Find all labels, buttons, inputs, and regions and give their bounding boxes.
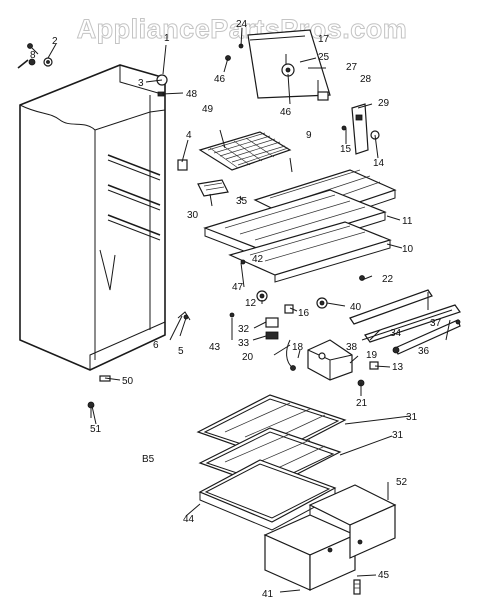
callout-15: 15	[340, 144, 352, 155]
callout-29: 29	[378, 98, 390, 109]
callout-48: 48	[186, 89, 198, 100]
thermostat-control	[197, 179, 229, 197]
callout-42: 42	[252, 254, 264, 265]
callout-1: 1	[164, 33, 170, 44]
callout-6: 6	[153, 340, 159, 351]
callout-41: 41	[262, 589, 274, 600]
freezer-divider	[228, 221, 392, 283]
callout-36: 36	[418, 346, 430, 357]
callout-14: 14	[373, 158, 385, 169]
cap-part	[353, 579, 361, 595]
callout-30: 30	[187, 210, 199, 221]
callout-31b: 31	[392, 430, 404, 441]
crisper-drawer-left	[263, 514, 357, 591]
callout-46a: 46	[214, 74, 226, 85]
callout-16: 16	[298, 308, 310, 319]
callout-32: 32	[238, 324, 250, 335]
callout-25: 25	[318, 52, 330, 63]
light-housing	[286, 339, 379, 387]
callout-2: 2	[52, 36, 58, 47]
callout-47: 47	[232, 282, 244, 293]
callout-52: 52	[396, 477, 408, 488]
callout-46b: 46	[280, 107, 292, 118]
callout-45: 45	[378, 570, 390, 581]
callout-20: 20	[242, 352, 254, 363]
callout-40: 40	[350, 302, 362, 313]
crisper-drawer-right	[308, 484, 397, 559]
callout-19: 19	[366, 350, 378, 361]
top-rear-panel	[225, 29, 331, 101]
callout-b5: B5	[142, 454, 155, 465]
callout-3: 3	[138, 78, 144, 89]
callout-33: 33	[238, 338, 250, 349]
callout-44: 44	[183, 514, 195, 525]
callout-35: 35	[236, 196, 248, 207]
refrigerator-cabinet	[19, 64, 168, 371]
callout-38: 38	[346, 342, 358, 353]
callout-27: 27	[346, 62, 358, 73]
callout-17: 17	[318, 34, 330, 45]
callout-13: 13	[392, 362, 404, 373]
leader-lines	[31, 27, 451, 593]
callout-31: 31	[406, 412, 418, 423]
callout-18: 18	[292, 342, 304, 353]
callout-43: 43	[209, 342, 221, 353]
crisper-cover	[198, 459, 337, 531]
callout-10: 10	[402, 244, 414, 255]
callout-37: 37	[430, 318, 442, 329]
callout-22: 22	[382, 274, 394, 285]
trim-rails	[349, 289, 461, 355]
callout-50: 50	[122, 376, 134, 387]
callout-24: 24	[236, 19, 248, 30]
evaporator-coil	[198, 131, 292, 171]
callout-21: 21	[356, 398, 368, 409]
callout-28: 28	[360, 74, 372, 85]
callout-8: 8	[30, 50, 36, 61]
callout-49: 49	[202, 104, 214, 115]
callout-34: 34	[390, 328, 402, 339]
callout-5: 5	[178, 346, 184, 357]
callout-51: 51	[90, 424, 102, 435]
callout-11: 11	[402, 216, 413, 227]
callout-9: 9	[306, 130, 312, 141]
callout-4: 4	[186, 130, 192, 141]
callout-12: 12	[245, 298, 257, 309]
callout-labels: 1 2 3 4 5 6 8 9 10 11 12 13 14 15 16 17 …	[30, 19, 442, 600]
